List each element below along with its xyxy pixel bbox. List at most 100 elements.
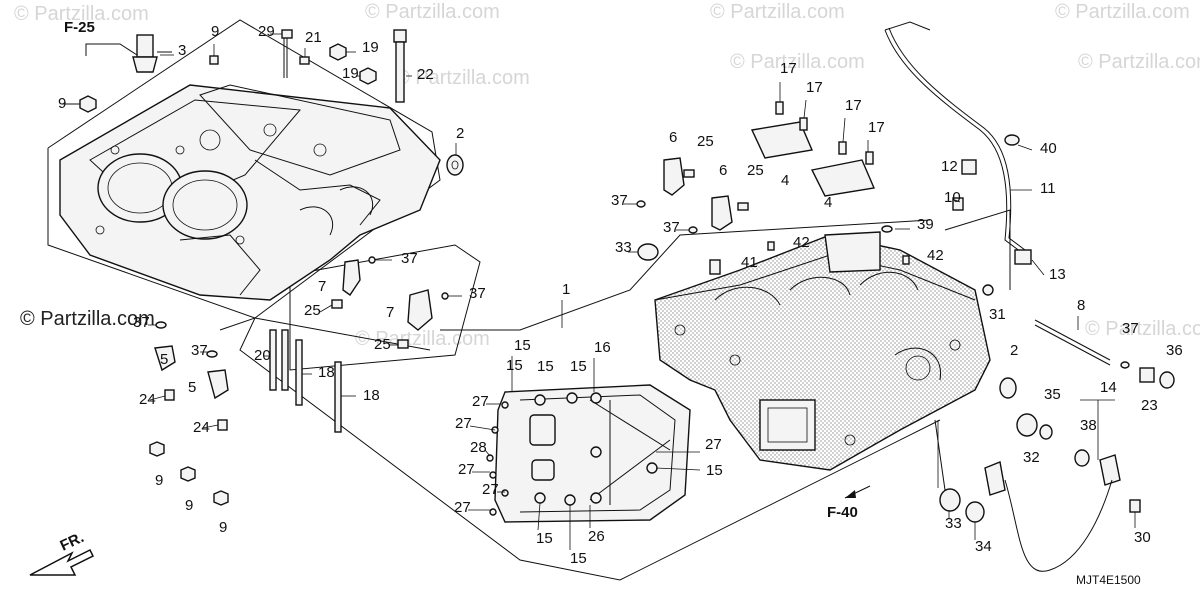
callout-number: 15 xyxy=(514,337,531,354)
callout-number: 15 xyxy=(570,358,587,375)
callout-number: 39 xyxy=(917,216,934,233)
callout-number: 7 xyxy=(318,278,326,295)
callout-number: 4 xyxy=(824,194,832,211)
callout-number: 23 xyxy=(1141,397,1158,414)
callout-number: 27 xyxy=(482,481,499,498)
callout-number: 42 xyxy=(793,234,810,251)
callout-number: 7 xyxy=(386,304,394,321)
callout-number: 25 xyxy=(697,133,714,150)
callout-number: 3 xyxy=(178,42,186,59)
breather-covers xyxy=(750,101,875,197)
callout-number: 22 xyxy=(417,66,434,83)
callout-number: 42 xyxy=(927,247,944,264)
callout-number: 25 xyxy=(374,336,391,353)
drawing-code: MJT4E1500 xyxy=(1076,573,1141,587)
callout-number: 31 xyxy=(989,306,1006,323)
washer-part xyxy=(446,154,464,176)
callout-number: 24 xyxy=(139,391,156,408)
callout-number: 27 xyxy=(455,415,472,432)
callout-number: 6 xyxy=(669,129,677,146)
leader-lines xyxy=(148,33,1136,550)
callout-number: 33 xyxy=(615,239,632,256)
front-direction-indicator: FR. xyxy=(29,529,95,576)
oil-pressure-switch-part xyxy=(132,34,172,73)
small-fasteners-top xyxy=(62,43,377,113)
callout-number: 30 xyxy=(1134,529,1151,546)
callout-number: 37 xyxy=(469,285,486,302)
callout-number: 27 xyxy=(454,499,471,516)
callout-number: 37 xyxy=(191,342,208,359)
callout-number: 13 xyxy=(1049,266,1066,283)
callout-number: 37 xyxy=(1122,320,1139,337)
callout-number: 28 xyxy=(470,439,487,456)
oil-pan xyxy=(486,384,691,523)
callout-number: 41 xyxy=(741,254,758,271)
callout-number: 9 xyxy=(155,472,163,489)
callout-number: 4 xyxy=(781,172,789,189)
callout-number: 26 xyxy=(588,528,605,545)
callout-number: 27 xyxy=(458,461,475,478)
callout-number: 8 xyxy=(1077,297,1085,314)
callout-number: 37 xyxy=(611,192,628,209)
callout-number: 6 xyxy=(719,162,727,179)
studs xyxy=(269,329,342,433)
callout-number: 16 xyxy=(594,339,611,356)
callout-number: 14 xyxy=(1100,379,1117,396)
watermark: © Partzilla.com xyxy=(1078,51,1200,73)
callout-number: 37 xyxy=(401,250,418,267)
callout-number: 37 xyxy=(663,219,680,236)
watermark: © Partzilla.com xyxy=(14,3,149,25)
callout-number: 9 xyxy=(185,497,193,514)
callout-number: 35 xyxy=(1044,386,1061,403)
callout-number: 15 xyxy=(506,357,523,374)
ref-top: F-25 xyxy=(64,19,138,56)
watermark: © Partzilla.com xyxy=(355,328,490,350)
callout-number: 24 xyxy=(193,419,210,436)
callout-number: 37 xyxy=(133,314,150,331)
watermark: © Partzilla.com xyxy=(20,308,155,330)
long-bolts-top xyxy=(281,29,407,103)
watermark: © Partzilla.com xyxy=(1055,1,1190,23)
callout-number: 21 xyxy=(305,29,322,46)
group-outlines xyxy=(47,19,1011,581)
callout-number: 9 xyxy=(211,23,219,40)
callout-number: 10 xyxy=(944,189,961,206)
watermark: © Partzilla.com xyxy=(730,51,865,73)
callout-number: 11 xyxy=(1040,180,1056,197)
sensor-brackets xyxy=(154,157,749,431)
callout-number: 36 xyxy=(1166,342,1183,359)
callout-number: 17 xyxy=(845,97,862,114)
callout-number: 40 xyxy=(1040,140,1057,157)
callout-number: 5 xyxy=(160,351,168,368)
callout-number: 15 xyxy=(570,550,587,567)
nuts-lower-left xyxy=(149,441,229,506)
callout-number: 9 xyxy=(219,519,227,536)
callout-number: 27 xyxy=(705,436,722,453)
callout-number: 38 xyxy=(1080,417,1097,434)
callout-number: 17 xyxy=(868,119,885,136)
callout-number: 1 xyxy=(562,281,570,298)
watermark: © Partzilla.com xyxy=(395,67,530,89)
front-direction-label: FR. xyxy=(58,529,87,555)
upper-crankcase xyxy=(59,84,441,301)
callout-number: 20 xyxy=(254,347,271,364)
callout-number: 17 xyxy=(806,79,823,96)
callout-number: 18 xyxy=(318,364,335,381)
callout-number: 29 xyxy=(258,23,275,40)
callout-number: 9 xyxy=(58,95,66,112)
callout-number: 17 xyxy=(780,60,797,77)
ref-bottom: F-40 xyxy=(827,485,871,521)
callout-number: 2 xyxy=(1010,342,1018,359)
lower-crankcase xyxy=(654,231,991,471)
callout-number: 15 xyxy=(536,530,553,547)
callout-number: 27 xyxy=(472,393,489,410)
callout-number: 34 xyxy=(975,538,992,555)
callout-number: 15 xyxy=(537,358,554,375)
callout-number: 5 xyxy=(188,379,196,396)
right-side-parts xyxy=(637,21,1175,572)
reference-label-bottom: F-40 xyxy=(827,504,858,521)
callout-number: 18 xyxy=(363,387,380,404)
reference-label-top: F-25 xyxy=(64,19,95,36)
